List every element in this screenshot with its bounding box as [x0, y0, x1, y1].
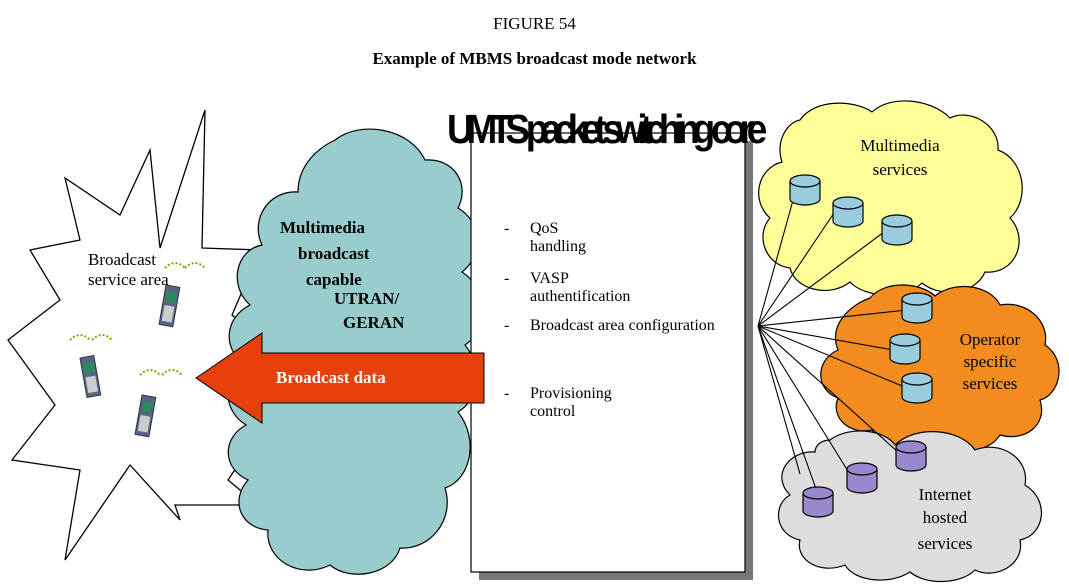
bullet-dash: -: [504, 270, 510, 287]
database-icon: [895, 440, 927, 472]
core-function-text: VASP authentification: [530, 270, 631, 305]
internet-cloud-label-1: Internet: [918, 485, 972, 504]
connection-lines: [757, 185, 908, 501]
core-function-item: - Provisioning control: [504, 385, 612, 421]
operator-cloud-label-1: Operator: [959, 330, 1021, 349]
multimedia-cloud-label-1: Multimedia: [860, 136, 940, 155]
core-function-text: Broadcast area configuration: [530, 317, 715, 334]
database-icon: [889, 333, 921, 365]
access-cloud-label-5: GERAN: [343, 313, 405, 332]
signal-waves-icon: [139, 369, 183, 376]
database-icon: [846, 462, 878, 494]
database-icon: [881, 214, 913, 246]
database-icon: [789, 174, 821, 206]
broadcast-data-arrow: [195, 332, 485, 424]
figure-number: FIGURE 54: [493, 14, 576, 33]
core-function-item: - QoS handling: [504, 220, 586, 256]
access-cloud-label-2: broadcast: [298, 244, 370, 263]
access-cloud-label-1: Multimedia: [280, 218, 365, 237]
operator-services-cloud: [820, 284, 1060, 452]
core-function-text: QoS handling: [530, 220, 586, 255]
internet-cloud-label-3: services: [917, 534, 973, 553]
internet-services-cloud: [777, 430, 1042, 583]
access-network-cloud: [227, 128, 484, 575]
core-function-item: - VASP authentification: [504, 270, 630, 306]
arrow-label: Broadcast data: [276, 368, 386, 387]
database-icon: [832, 196, 864, 228]
broadcast-area-label: Broadcast service area: [88, 250, 169, 290]
bullet-dash: -: [504, 385, 510, 402]
operator-cloud-label-3: services: [962, 374, 1018, 393]
mobile-phone-icon: [79, 354, 102, 398]
database-icon: [802, 486, 834, 518]
bullet-dash: -: [504, 317, 510, 334]
mobile-phone-icon: [134, 394, 157, 438]
mobile-phone-icon: [158, 284, 181, 328]
core-box: [470, 132, 746, 573]
access-cloud-label-4: UTRAN/: [334, 289, 400, 308]
operator-cloud-label-2: specific: [963, 352, 1017, 371]
core-function-item: - Broadcast area configuration: [504, 317, 720, 335]
signal-waves-icon: [164, 262, 206, 269]
bullet-dash: -: [504, 220, 510, 237]
access-cloud-label-3: capable: [306, 270, 362, 289]
database-icon: [901, 292, 933, 324]
figure-title: Example of MBMS broadcast mode network: [372, 49, 697, 68]
core-function-text: Provisioning control: [530, 385, 612, 420]
signal-waves-icon: [69, 334, 113, 341]
core-title: UMTS packet switching core: [447, 106, 767, 152]
multimedia-cloud-label-2: services: [872, 160, 928, 179]
internet-cloud-label-2: hosted: [922, 508, 968, 527]
broadcast-area-starburst: [7, 109, 263, 561]
database-icon: [901, 372, 933, 404]
